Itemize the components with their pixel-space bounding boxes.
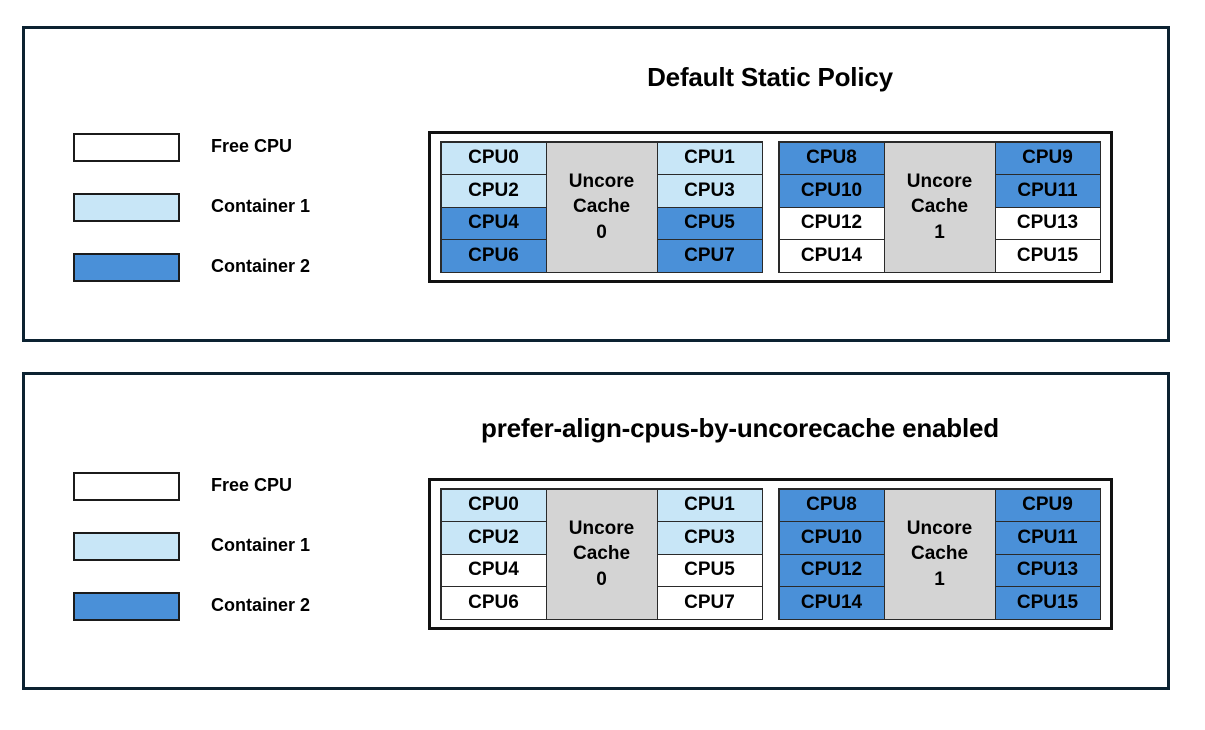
cpu-cell: CPU4 <box>440 206 547 240</box>
cpu-column-left: CPU8 CPU10 CPU12 CPU14 <box>778 141 885 273</box>
cpu-cell: CPU12 <box>778 206 885 240</box>
legend-swatch-free-cpu <box>73 472 180 501</box>
cpu-cell: CPU13 <box>994 206 1101 240</box>
legend-item-container-1: Container 1 <box>73 532 373 562</box>
cpu-cell: CPU3 <box>656 174 763 208</box>
cpu-cell: CPU10 <box>778 174 885 208</box>
uncore-cache-line-2: Cache <box>572 196 631 218</box>
cpu-cell: CPU6 <box>440 239 547 273</box>
legend-item-container-2: Container 2 <box>73 253 373 283</box>
cpu-column-right: CPU9 CPU11 CPU13 CPU15 <box>994 488 1101 620</box>
cpu-topology-diagram-bottom: CPU0 CPU2 CPU4 CPU6 Uncore Cache 0 CPU1 … <box>428 478 1113 630</box>
cpu-cell: CPU10 <box>778 521 885 555</box>
uncore-cache-line-2: Cache <box>572 543 631 565</box>
uncore-cache-line-1: Uncore <box>568 518 635 540</box>
cpu-column-left: CPU8 CPU10 CPU12 CPU14 <box>778 488 885 620</box>
uncore-cache-line-1: Uncore <box>568 171 635 193</box>
legend-swatch-container-1 <box>73 193 180 222</box>
uncore-cache-line-2: Cache <box>910 196 969 218</box>
cpu-cell: CPU1 <box>656 488 763 522</box>
cpu-cell: CPU1 <box>656 141 763 175</box>
cpu-cell: CPU14 <box>778 586 885 620</box>
uncore-cache-group-1: CPU8 CPU10 CPU12 CPU14 Uncore Cache 1 CP… <box>778 488 1101 620</box>
legend-bottom: Free CPU Container 1 Container 2 <box>73 472 373 622</box>
legend-label-container-2: Container 2 <box>211 256 311 276</box>
cpu-cell: CPU9 <box>994 141 1101 175</box>
legend-swatch-container-1 <box>73 532 180 561</box>
uncore-cache-line-1: Uncore <box>906 518 973 540</box>
uncore-cache-index: 1 <box>934 221 945 243</box>
cpu-cell: CPU6 <box>440 586 547 620</box>
cpu-cell: CPU9 <box>994 488 1101 522</box>
uncore-cache-group-0: CPU0 CPU2 CPU4 CPU6 Uncore Cache 0 CPU1 … <box>440 488 763 620</box>
cpu-cell: CPU8 <box>778 488 885 522</box>
uncore-cache-line-1: Uncore <box>906 171 973 193</box>
cpu-column-right: CPU1 CPU3 CPU5 CPU7 <box>656 488 763 620</box>
cpu-cell: CPU3 <box>656 521 763 555</box>
cpu-cell: CPU13 <box>994 553 1101 587</box>
cpu-column-left: CPU0 CPU2 CPU4 CPU6 <box>440 488 547 620</box>
cpu-cell: CPU11 <box>994 521 1101 555</box>
uncore-cache-group-0: CPU0 CPU2 CPU4 CPU6 Uncore Cache 0 CPU1 … <box>440 141 763 273</box>
cpu-column-right: CPU9 CPU11 CPU13 CPU15 <box>994 141 1101 273</box>
cpu-cell: CPU8 <box>778 141 885 175</box>
cpu-cell: CPU2 <box>440 174 547 208</box>
uncore-cache-index: 1 <box>934 568 945 590</box>
cpu-cell: CPU12 <box>778 553 885 587</box>
legend-top: Free CPU Container 1 Container 2 <box>73 133 373 283</box>
legend-label-container-1: Container 1 <box>211 196 311 216</box>
legend-label-free-cpu: Free CPU <box>211 136 293 156</box>
legend-item-container-1: Container 1 <box>73 193 373 223</box>
cpu-cell: CPU4 <box>440 553 547 587</box>
cpu-column-left: CPU0 CPU2 CPU4 CPU6 <box>440 141 547 273</box>
legend-swatch-container-2 <box>73 592 180 621</box>
cpu-cell: CPU7 <box>656 586 763 620</box>
uncore-cache-label: Uncore Cache 1 <box>883 488 996 620</box>
cpu-cell: CPU15 <box>994 239 1101 273</box>
uncore-cache-index: 0 <box>596 568 607 590</box>
legend-item-container-2: Container 2 <box>73 592 373 622</box>
cpu-cell: CPU15 <box>994 586 1101 620</box>
legend-item-free-cpu: Free CPU <box>73 133 373 163</box>
cpu-cell: CPU14 <box>778 239 885 273</box>
cpu-cell: CPU11 <box>994 174 1101 208</box>
page-title-bottom: prefer-align-cpus-by-uncorecache enabled <box>481 413 999 443</box>
uncore-cache-label: Uncore Cache 0 <box>545 488 658 620</box>
uncore-cache-group-1: CPU8 CPU10 CPU12 CPU14 Uncore Cache 1 CP… <box>778 141 1101 273</box>
legend-item-free-cpu: Free CPU <box>73 472 373 502</box>
legend-swatch-free-cpu <box>73 133 180 162</box>
cpu-cell: CPU5 <box>656 553 763 587</box>
legend-swatch-container-2 <box>73 253 180 282</box>
legend-label-free-cpu: Free CPU <box>211 475 293 495</box>
uncore-cache-label: Uncore Cache 1 <box>883 141 996 273</box>
cpu-cell: CPU2 <box>440 521 547 555</box>
uncore-cache-label: Uncore Cache 0 <box>545 141 658 273</box>
cpu-cell: CPU0 <box>440 141 547 175</box>
uncore-cache-index: 0 <box>596 221 607 243</box>
cpu-cell: CPU0 <box>440 488 547 522</box>
cpu-topology-diagram-top: CPU0 CPU2 CPU4 CPU6 Uncore Cache 0 CPU1 … <box>428 131 1113 283</box>
cpu-column-right: CPU1 CPU3 CPU5 CPU7 <box>656 141 763 273</box>
cpu-cell: CPU5 <box>656 206 763 240</box>
page-title-top: Default Static Policy <box>647 62 893 92</box>
uncore-cache-line-2: Cache <box>910 543 969 565</box>
legend-label-container-2: Container 2 <box>211 595 311 615</box>
cpu-cell: CPU7 <box>656 239 763 273</box>
legend-label-container-1: Container 1 <box>211 535 311 555</box>
